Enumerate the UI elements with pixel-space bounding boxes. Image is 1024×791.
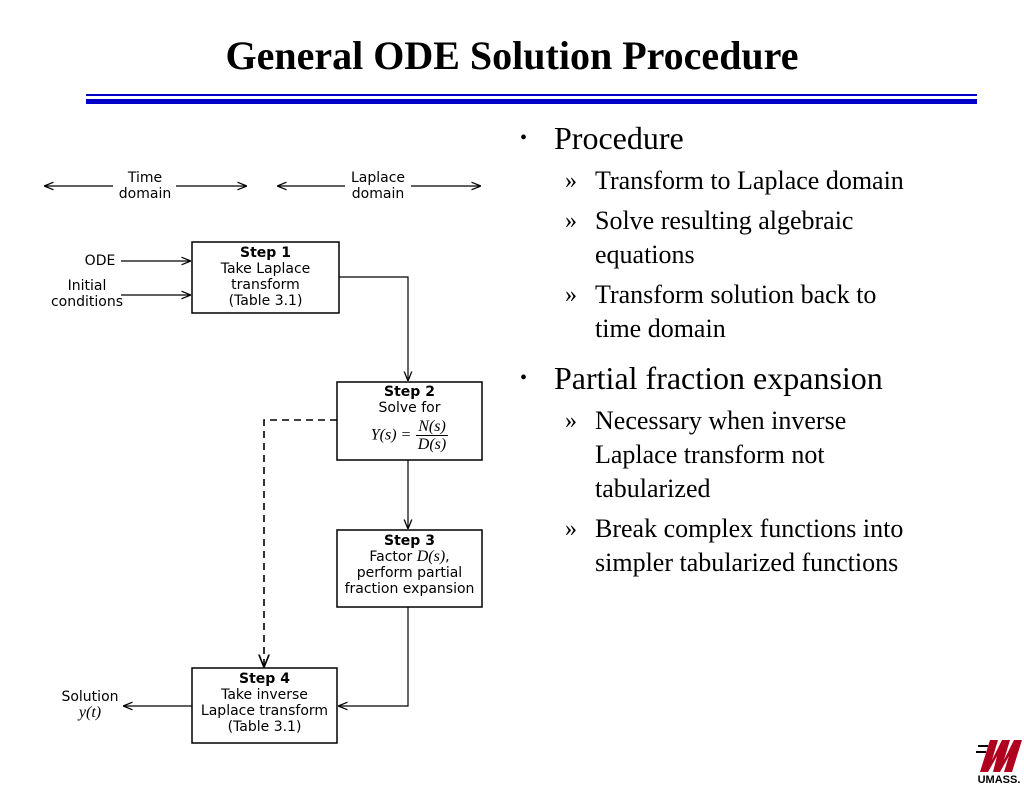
step3-to-step4-arrow — [339, 607, 409, 706]
bullet-procedure: • Procedure — [520, 120, 920, 156]
step3-line2: perform partial — [356, 565, 463, 581]
sub-bullet-text: Transform to Laplace domain — [595, 166, 904, 195]
step1-box — [191, 241, 340, 314]
equation-fraction: N(s) D(s) — [415, 418, 449, 453]
time-domain-line1: Time — [127, 170, 163, 186]
step1-heading: Step 1 — [240, 245, 291, 261]
step4-text: Step 4 Take inverse Laplace transform (T… — [192, 671, 337, 735]
ode-label: ODE — [84, 253, 116, 269]
equation-lhs: Y(s) = — [370, 426, 412, 444]
sub-bullet: » Solve resulting algebraic equations — [520, 204, 920, 272]
sub-bullet-text: Solve resulting algebraic equations — [595, 206, 854, 269]
step3-text: Step 3 Factor D(s), perform partial frac… — [337, 533, 482, 597]
raquo-icon: » — [565, 208, 577, 234]
sub-bullet-text: Break complex functions into simpler tab… — [595, 514, 904, 577]
step1-line2: transform — [231, 277, 300, 293]
sub-bullet: » Break complex functions into simpler ta… — [520, 512, 920, 580]
partial-fraction-subbullets: » Necessary when inverse Laplace transfor… — [520, 404, 920, 580]
step3-box — [336, 529, 483, 608]
time-domain-label: Time domain — [112, 170, 178, 202]
equation-numerator: N(s) — [415, 418, 449, 436]
step4-line3: (Table 3.1) — [227, 719, 302, 735]
step3-line1c: , — [445, 549, 450, 565]
step4-line1: Take inverse — [221, 687, 308, 703]
step2-line1: Solve for — [378, 400, 441, 416]
bullet-partial-fraction-text: Partial fraction expansion — [554, 360, 883, 396]
sub-bullet-text: Transform solution back to time domain — [595, 280, 877, 343]
flowchart-lines — [0, 150, 483, 744]
raquo-icon: » — [565, 168, 577, 194]
procedure-subbullets: » Transform to Laplace domain » Solve resu… — [520, 164, 920, 346]
title-rule-thick — [86, 99, 977, 104]
step4-line2: Laplace transform — [200, 703, 329, 719]
solution-label: Solution y(t) — [56, 689, 124, 721]
step4-heading: Step 4 — [239, 671, 290, 687]
step1-line3: (Table 3.1) — [228, 293, 303, 309]
laplace-domain-label: Laplace domain — [342, 170, 414, 202]
bullet-partial-fraction: • Partial fraction expansion — [520, 360, 920, 396]
sub-bullet-text: Necessary when inverse Laplace transform… — [595, 406, 847, 503]
initial-conditions-label: Initial conditions — [44, 278, 130, 310]
bullet-procedure-text: Procedure — [554, 120, 684, 156]
step2-heading: Step 2 — [384, 384, 435, 400]
bullet-dot-icon: • — [520, 367, 528, 389]
raquo-icon: » — [565, 408, 577, 434]
equation-denominator: D(s) — [417, 436, 447, 453]
time-domain-line2: domain — [118, 186, 172, 202]
step3-line1b: D(s) — [416, 548, 446, 565]
step3-heading: Step 3 — [384, 533, 435, 549]
sub-bullet: » Necessary when inverse Laplace transfor… — [520, 404, 920, 506]
bullet-dot-icon: • — [520, 127, 528, 149]
raquo-icon: » — [565, 282, 577, 308]
sub-bullet: » Transform solution back to time domain — [520, 278, 920, 346]
umass-logo-text: UMASS. — [977, 774, 1021, 786]
sub-bullet: » Transform to Laplace domain — [520, 164, 920, 198]
slide-title: General ODE Solution Procedure — [225, 33, 799, 78]
step2-box — [336, 381, 483, 461]
step3-line3: fraction expansion — [344, 581, 475, 597]
step2-equation: Y(s) = N(s) D(s) — [370, 418, 449, 453]
step3-line1a: Factor — [369, 549, 417, 565]
umass-logo-icon — [976, 740, 1022, 772]
step2-text: Step 2 Solve for Y(s) = N(s) D(s) — [337, 384, 482, 453]
laplace-domain-line1: Laplace — [350, 170, 406, 186]
laplace-domain-line2: domain — [351, 186, 405, 202]
raquo-icon: » — [565, 516, 577, 542]
step1-to-step2-arrow — [339, 276, 408, 380]
bullet-list: • Procedure » Transform to Laplace domain… — [520, 120, 920, 594]
initial-line2: conditions — [50, 294, 124, 310]
title-rule-thin — [86, 94, 977, 96]
step2-to-step4-dashed-arrow — [264, 419, 337, 666]
step1-text: Step 1 Take Laplace transform (Table 3.1… — [192, 245, 339, 309]
step1-line1: Take Laplace — [220, 261, 311, 277]
solution-value: y(t) — [78, 704, 102, 721]
solution-text: Solution — [61, 689, 119, 705]
initial-line1: Initial — [67, 278, 107, 294]
